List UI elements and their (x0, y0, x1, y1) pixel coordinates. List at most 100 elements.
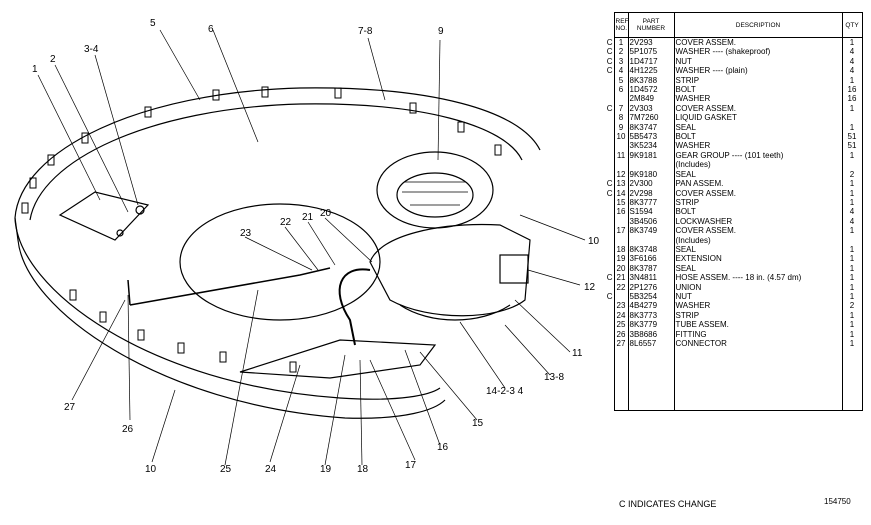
quantity: 1 (842, 339, 863, 349)
quantity (842, 235, 863, 245)
ref-number: 12 (613, 169, 629, 180)
callout: 10 (588, 236, 600, 247)
change-flag: C (606, 66, 613, 76)
ref-number: 14 (613, 188, 629, 198)
ref-number: 23 (613, 301, 629, 311)
col-description: DESCRIPTION (673, 12, 843, 38)
part-number: 8K3747 (628, 122, 675, 133)
change-flag (604, 94, 614, 103)
pan-assembly (369, 223, 531, 317)
description: COVER ASSEM. (674, 103, 843, 114)
callout: 19 (320, 464, 332, 475)
part-number: 3K5234 (628, 141, 675, 151)
change-flag: C (606, 37, 613, 47)
part-number: 2V300 (628, 179, 675, 189)
change-flag (604, 170, 614, 179)
change-flag: C (606, 47, 613, 57)
table-row: (Includes) (604, 160, 863, 170)
part-number: 4B4279 (628, 301, 675, 311)
quantity: 1 (842, 37, 863, 48)
callout: 5 (150, 18, 156, 29)
change-flag (604, 132, 614, 141)
callout: 6 (208, 24, 214, 35)
ring-bolts (21, 86, 502, 373)
part-number: 9K9180 (628, 169, 675, 180)
quantity: 1 (842, 291, 863, 302)
part-number: 3B8686 (628, 329, 675, 339)
change-flag: C (606, 273, 613, 283)
exploded-parts-drawing: 1 2 3-4 5 6 7-8 9 10 10 11 12 13-8 14-2-… (14, 18, 600, 475)
quantity: 1 (842, 188, 863, 198)
quantity: 1 (842, 329, 863, 339)
callout: 20 (320, 208, 332, 219)
change-flag (604, 76, 614, 85)
change-flag (604, 207, 614, 216)
quantity: 1 (842, 103, 863, 114)
quantity: 4 (842, 47, 863, 57)
ref-number (613, 160, 629, 170)
col-part-number: PART NUMBER (627, 12, 675, 38)
tube (129, 267, 331, 306)
col-ref: REF. NO. (613, 12, 630, 38)
change-flag (604, 141, 614, 150)
callout: 12 (584, 282, 596, 293)
quantity: 1 (842, 244, 863, 255)
description: (Includes) (674, 160, 843, 170)
ref-number: 27 (613, 339, 629, 349)
change-flag (604, 217, 614, 226)
part-number: 2V293 (628, 37, 675, 48)
quantity: 1 (842, 282, 863, 292)
description: (Includes) (674, 235, 843, 245)
callout: 24 (265, 464, 277, 475)
quantity: 51 (842, 132, 863, 142)
quantity: 1 (842, 254, 863, 264)
part-number: 8K3749 (628, 226, 675, 236)
table-row: (Includes) (604, 235, 863, 245)
description: WASHER (674, 141, 843, 151)
change-flag (604, 254, 614, 263)
change-flag (604, 123, 614, 132)
description: COVER ASSEM. (674, 188, 843, 198)
description: SEAL (674, 263, 843, 274)
ref-number: 19 (613, 254, 629, 264)
callout: 17 (405, 460, 417, 471)
change-flag (604, 236, 614, 245)
ref-number: 1 (613, 37, 629, 48)
quantity: 16 (842, 85, 863, 95)
description: BOLT (674, 207, 843, 217)
description: BOLT (674, 132, 843, 142)
center-opening (179, 203, 381, 321)
part-number: 4H1225 (628, 66, 675, 76)
ref-number: 15 (613, 197, 629, 208)
callout: 10 (145, 464, 157, 475)
part-number: 8K3787 (628, 263, 675, 274)
change-flag (604, 301, 614, 310)
ref-number: 16 (613, 207, 629, 217)
change-flag: C (606, 179, 613, 189)
description: STRIP (674, 197, 843, 208)
callout: 16 (437, 442, 449, 453)
ref-number: 24 (613, 310, 629, 321)
callout: 21 (302, 212, 314, 223)
col-qty: QTY (841, 12, 863, 38)
part-number: 5P1075 (628, 47, 675, 57)
part-number: 3N4811 (628, 273, 675, 283)
callout: 1 (32, 64, 38, 75)
quantity: 4 (842, 66, 863, 76)
part-number: 1D4717 (628, 56, 675, 67)
description: COVER ASSEM. (674, 226, 843, 236)
quantity: 1 (842, 122, 863, 133)
